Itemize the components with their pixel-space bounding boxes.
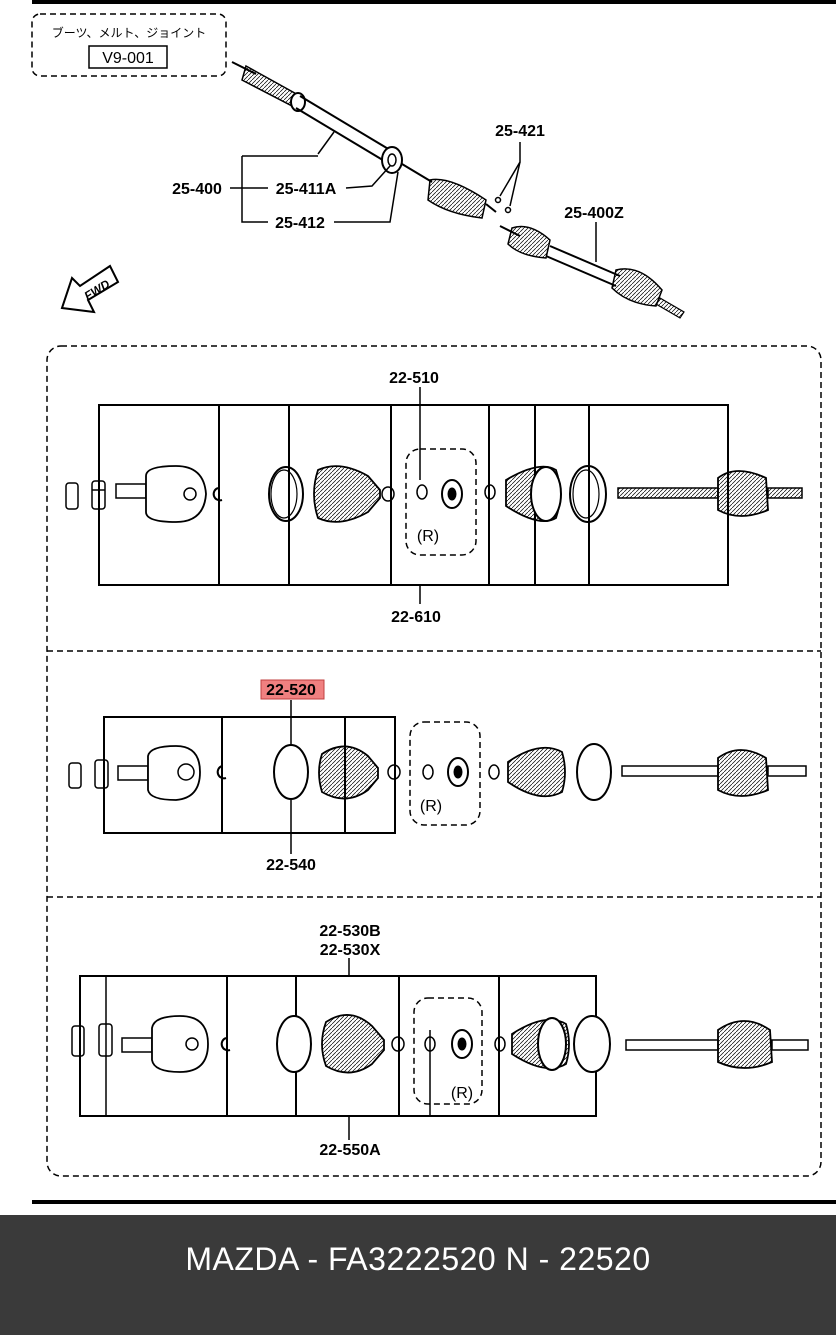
label-25-412[interactable]: 25-412 — [275, 215, 325, 232]
top-border — [32, 0, 836, 4]
drive-shaft-assembly — [230, 61, 685, 319]
label-22-530b[interactable]: 22-530B — [319, 923, 380, 940]
label-22-520[interactable]: 22-520 — [266, 682, 316, 699]
label-25-400z[interactable]: 25-400Z — [564, 205, 624, 222]
label-r: (R) — [451, 1085, 473, 1102]
panel-1 — [65, 387, 803, 604]
panel-frame — [46, 345, 822, 1177]
label-22-540[interactable]: 22-540 — [266, 857, 316, 874]
highlight-box — [260, 679, 325, 700]
label-22-610[interactable]: 22-610 — [391, 609, 441, 626]
label-22-510[interactable]: 22-510 — [389, 370, 439, 387]
reference-code[interactable]: V9-001 — [102, 50, 154, 67]
label-r: (R) — [420, 798, 442, 815]
label-25-421[interactable]: 25-421 — [495, 123, 545, 140]
label-22-550a[interactable]: 22-550A — [319, 1142, 381, 1159]
label-25-411a[interactable]: 25-411A — [276, 181, 337, 198]
bottom-border — [32, 1200, 836, 1204]
reference-box: ブーツ、メルト、ジョイント V9-001 — [31, 13, 227, 77]
parts-diagram: ブーツ、メルト、ジョイント V9-001 FWD — [31, 0, 836, 1204]
label-r: (R) — [417, 528, 439, 545]
label-25-400[interactable]: 25-400 — [172, 181, 222, 198]
footer-bar: MAZDA - FA3222520 N - 22520 — [0, 1215, 836, 1335]
label-22-530x[interactable]: 22-530X — [320, 942, 381, 959]
panel-2 — [68, 700, 807, 854]
fwd-arrow-icon: FWD — [60, 264, 120, 314]
footer-part-number: MAZDA - FA3222520 N - 22520 — [185, 1241, 651, 1277]
panel-3 — [71, 958, 809, 1140]
reference-note: ブーツ、メルト、ジョイント — [52, 25, 207, 40]
